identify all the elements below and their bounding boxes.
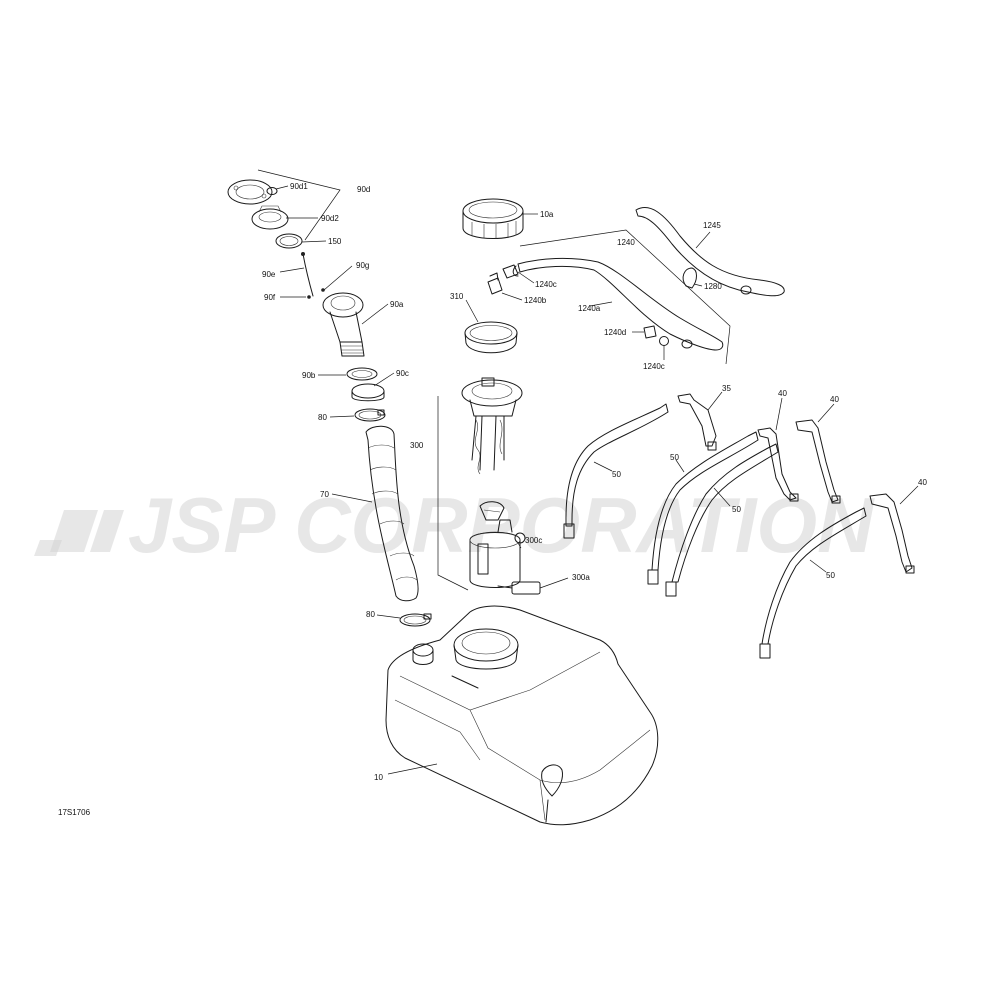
label-50-d: 50 (826, 571, 835, 580)
part-1280-clip (682, 267, 697, 289)
label-300c: 300c (525, 536, 542, 545)
label-310: 310 (450, 292, 464, 301)
part-50-strap-c (665, 443, 779, 597)
label-90c: 90c (396, 369, 409, 378)
label-90d1: 90d1 (290, 182, 308, 191)
label-1245: 1245 (703, 221, 721, 230)
part-1240c-fitting-upper (502, 264, 519, 279)
part-90b-seal (346, 367, 378, 381)
part-10a-lock-ring (462, 198, 524, 239)
label-50-b: 50 (670, 453, 679, 462)
label-70: 70 (320, 490, 329, 499)
part-40-strap-left (757, 427, 799, 502)
label-10: 10 (374, 773, 383, 782)
label-80-lower: 80 (366, 610, 375, 619)
part-300-pump-assembly (461, 377, 523, 521)
label-50-a: 50 (612, 470, 621, 479)
part-1240b-valve (487, 272, 503, 295)
leader-lines (257, 169, 919, 775)
label-150: 150 (328, 237, 342, 246)
label-90g: 90g (356, 261, 369, 270)
label-90d: 90d (357, 185, 370, 194)
label-1240a: 1240a (578, 304, 601, 313)
label-1280: 1280 (704, 282, 722, 291)
label-1240d: 1240d (604, 328, 626, 337)
part-40-strap-far (869, 493, 915, 574)
watermark: JSP CORPORATION (34, 481, 875, 569)
bracket-300 (437, 396, 469, 591)
label-90b: 90b (302, 371, 316, 380)
part-300a-filter (497, 581, 541, 595)
part-80-clamp-lower (399, 613, 432, 627)
part-1240c-fitting-lower (659, 336, 669, 346)
part-90d1-cap (227, 179, 278, 205)
label-80-upper: 80 (318, 413, 327, 422)
part-1240d-connector (643, 325, 657, 339)
part-90a-filler-neck (322, 292, 365, 357)
label-1240b: 1240b (524, 296, 547, 305)
label-300a: 300a (572, 573, 590, 582)
label-1240c-lower: 1240c (643, 362, 665, 371)
label-90d2: 90d2 (321, 214, 339, 223)
label-90f: 90f (264, 293, 276, 302)
label-1240c-upper: 1240c (535, 280, 557, 289)
part-90c-nut (351, 383, 385, 402)
part-50-strap-d (759, 507, 867, 659)
watermark-logo (34, 510, 124, 556)
watermark-text: JSP CORPORATION (128, 481, 875, 569)
label-300: 300 (410, 441, 424, 450)
label-90a: 90a (390, 300, 404, 309)
part-310-pump-gasket (464, 321, 518, 354)
callout-labels: 90d1 90d 90d2 150 90e 90g 90f 90a 90b 90… (58, 182, 927, 817)
label-90e: 90e (262, 270, 276, 279)
part-90e-tether (301, 252, 314, 297)
part-35-strap (677, 393, 717, 451)
part-90f-clip (307, 295, 311, 299)
part-40-strap-right (795, 419, 841, 504)
label-10a: 10a (540, 210, 554, 219)
label-50-c: 50 (732, 505, 741, 514)
diagram-code: 17S1706 (58, 808, 91, 817)
part-150-gasket (275, 233, 303, 249)
label-40-left: 40 (778, 389, 787, 398)
bracket-90d (257, 169, 341, 241)
part-90d2-cap-insert (251, 205, 289, 230)
label-35: 35 (722, 384, 731, 393)
part-50-strap-b (647, 431, 759, 585)
bracket-1240 (519, 229, 731, 365)
part-50-strap-a (563, 403, 669, 539)
part-90g-screw (321, 288, 325, 292)
label-1240: 1240 (617, 238, 635, 247)
part-10-fuel-tank (385, 605, 659, 826)
part-80-clamp-upper (354, 408, 386, 422)
label-40-right: 40 (830, 395, 839, 404)
part-300c-pump-canister (469, 519, 526, 588)
part-70-fill-hose (365, 425, 419, 602)
label-40-far: 40 (918, 478, 927, 487)
part-1245-vent-hose (635, 207, 785, 297)
